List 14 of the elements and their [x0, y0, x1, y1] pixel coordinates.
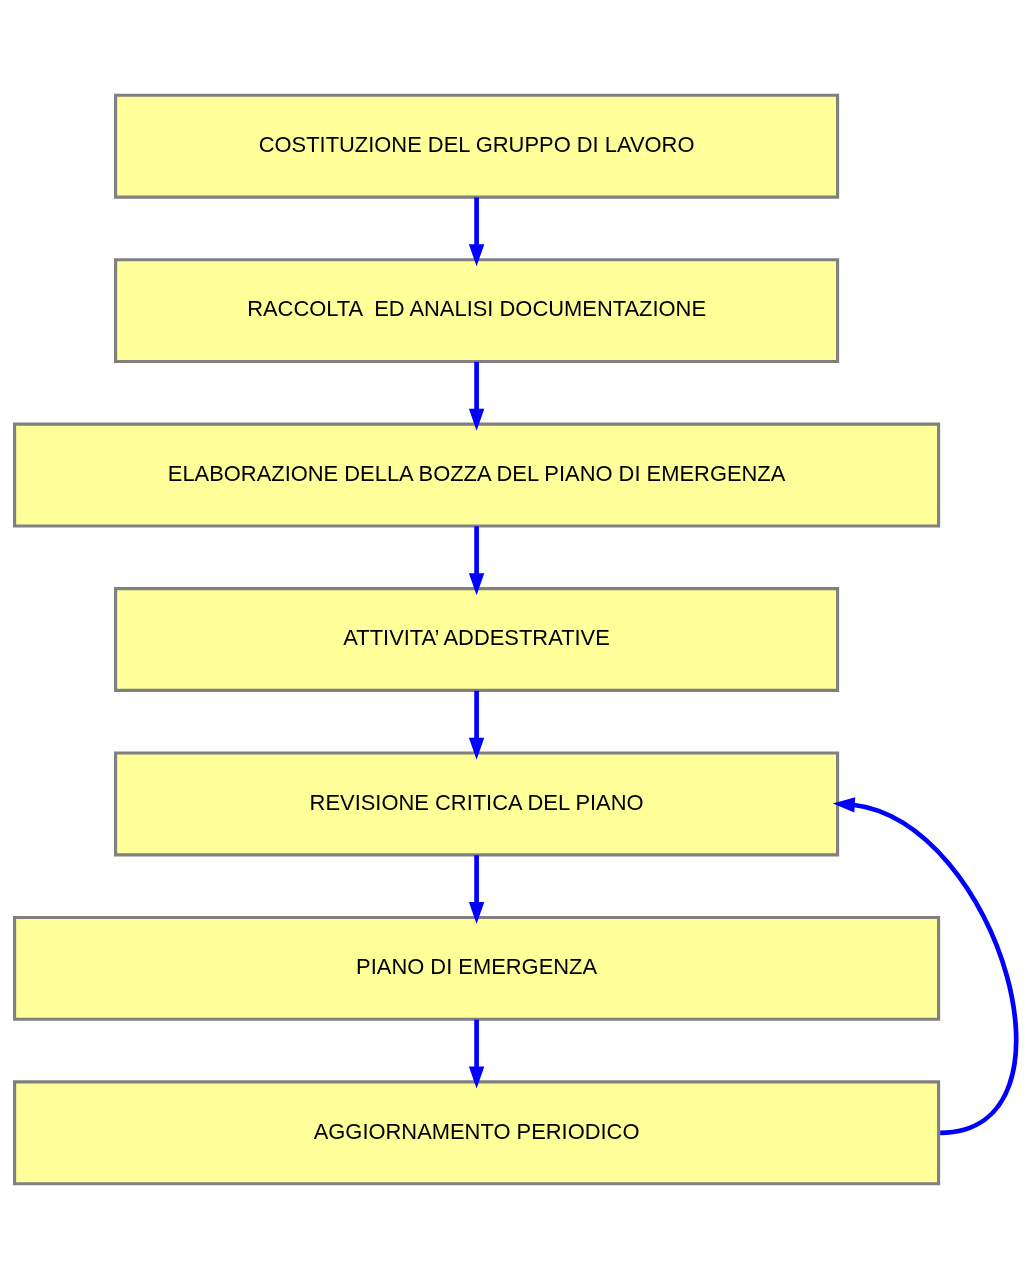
- arrow: [468, 1019, 485, 1089]
- node-box: AGGIORNAMENTO PERIODICO: [13, 1080, 941, 1186]
- arrow: [468, 526, 485, 596]
- node-box: REVISIONE CRITICA DEL PIANO: [114, 751, 840, 857]
- arrow: [468, 197, 485, 267]
- node-box: ATTIVITA’ ADDESTRATIVE: [114, 587, 840, 692]
- node-box: RACCOLTA ED ANALISI DOCUMENTAZIONE: [114, 258, 840, 364]
- arrow: [832, 797, 1019, 1136]
- node-box: PIANO DI EMERGENZA: [13, 915, 941, 1021]
- arrow: [468, 690, 485, 760]
- node-box: COSTITUZIONE DEL GRUPPO DI LAVORO: [114, 93, 840, 199]
- arrow: [468, 855, 485, 925]
- arrow: [468, 361, 485, 431]
- node-box: ELABORAZIONE DELLA BOZZA DEL PIANO DI EMERGENZA: [13, 422, 941, 528]
